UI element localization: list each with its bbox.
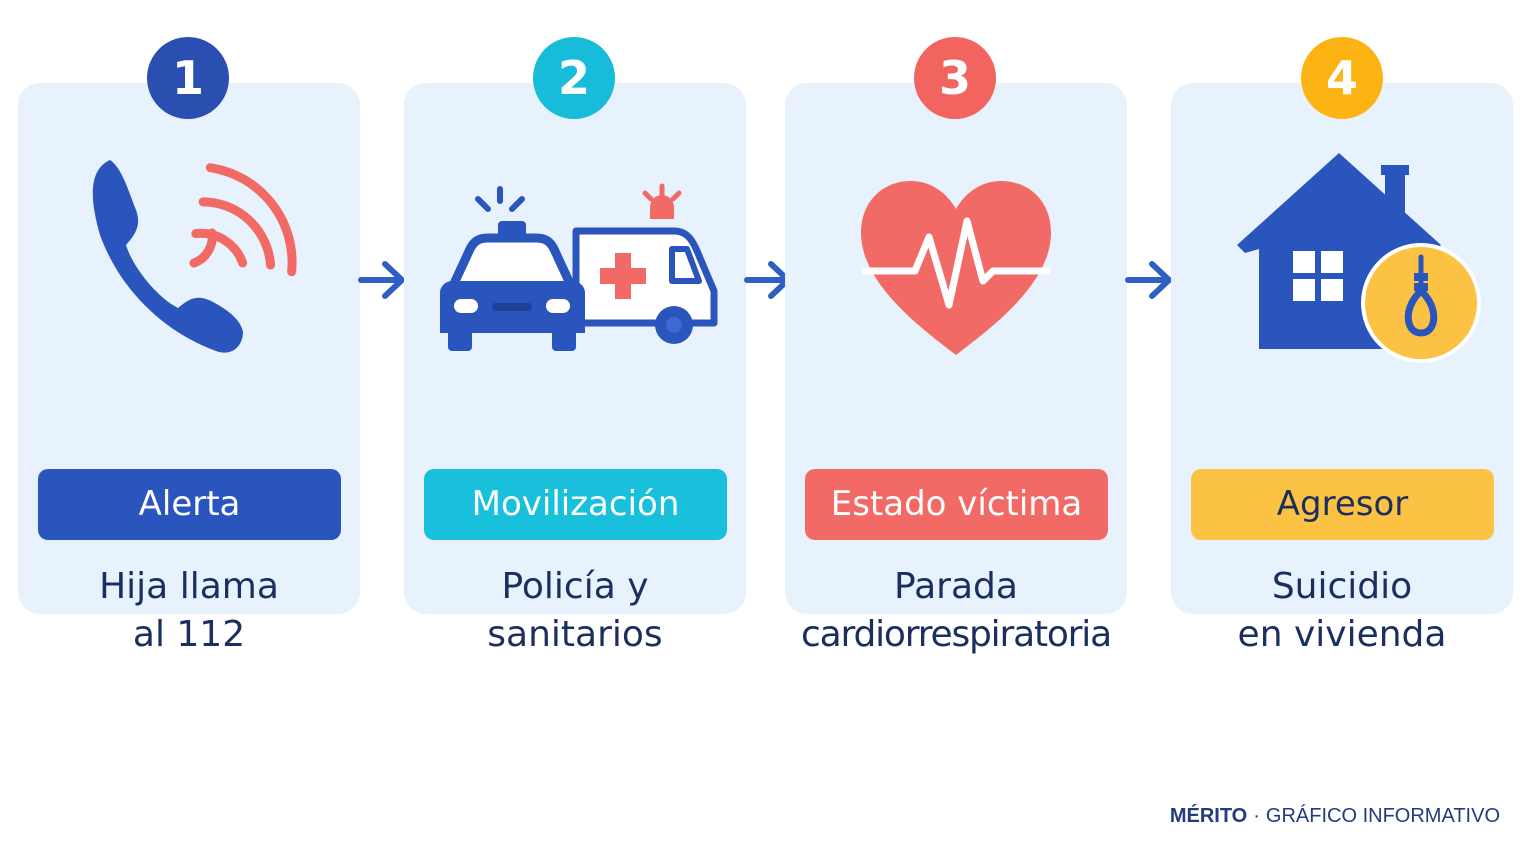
footer-brand: MÉRITO (1169, 805, 1248, 827)
step-number-1: 1 (147, 37, 229, 119)
step-number-4: 4 (1301, 37, 1383, 119)
footer-caption: GRÁFICO INFORMATIVO (1265, 805, 1500, 827)
step-description-3-line-1: Parada (894, 566, 1018, 607)
footer-separator: · (1253, 805, 1260, 827)
heartbeat-icon (785, 175, 1127, 390)
step-card-3: Estado víctima Parada cardiorrespiratori… (785, 83, 1127, 655)
step-description-2: Policía y sanitarios (395, 563, 755, 659)
step-description-1-line-1: Hija llama (99, 566, 279, 607)
footer-credit: MÉRITO·GRÁFICO INFORMATIVO (1170, 805, 1500, 828)
step-description-4-line-1: Suicidio (1271, 566, 1413, 607)
arrow-right-icon (358, 261, 405, 299)
step-card-4: Agresor Suicidio en vivienda (1171, 83, 1513, 655)
step-label-3: Estado víctima (805, 469, 1108, 540)
step-description-4-line-2: en vivienda (1237, 614, 1447, 655)
step-label-2: Movilización (424, 469, 727, 540)
phone-ringing-icon (18, 150, 360, 365)
police-car-ambulance-icon (404, 183, 746, 398)
house-noose-icon (1171, 149, 1513, 364)
step-description-3-line-2: cardiorrespiratoria (801, 614, 1112, 655)
step-description-1-line-2: al 112 (132, 614, 246, 655)
step-number-2: 2 (533, 37, 615, 119)
step-card-1: Alerta Hija llama al 112 (18, 83, 360, 655)
step-description-2-line-1: Policía y (501, 566, 649, 607)
step-description-2-line-2: sanitarios (487, 614, 663, 655)
step-description-1: Hija llama al 112 (9, 563, 369, 659)
step-description-3: Parada cardiorrespiratoria (776, 563, 1136, 659)
step-label-4: Agresor (1191, 469, 1494, 540)
step-card-2: Movilización Policía y sanitarios (404, 83, 746, 655)
step-label-1: Alerta (38, 469, 341, 540)
step-description-4: Suicidio en vivienda (1162, 563, 1522, 659)
step-number-3: 3 (914, 37, 996, 119)
arrow-right-icon (1125, 261, 1172, 299)
